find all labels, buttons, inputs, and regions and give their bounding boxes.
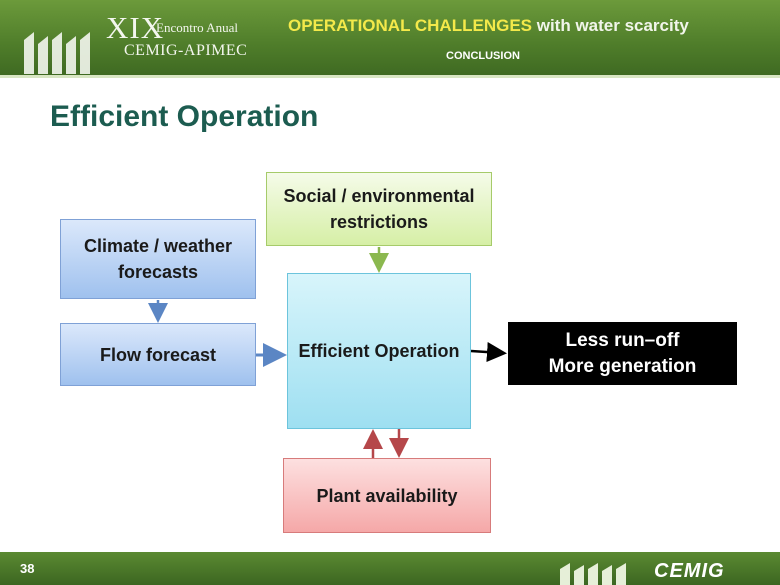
box-climate-line-2: forecasts [117,262,199,282]
header-title-highlight: OPERATIONAL CHALLENGES [288,16,532,35]
brand-logo: CEMIG [654,560,725,582]
header-title-rest: with water scarcity [532,16,689,35]
box-result: Less run–off More generation [508,322,737,385]
box-plant-availability: Plant availability [283,458,491,533]
event-organization: CEMIG-APIMEC [124,42,248,59]
header-subtitle: CONCLUSION [446,50,520,62]
box-result-line-2: More generation [548,355,697,377]
page-title: Efficient Operation [50,100,319,133]
box-social-restrictions: Social / environmental restrictions [266,172,492,246]
box-social-line-1: Social / environmental [283,186,475,206]
arrow-efficient-to-result [470,342,507,363]
box-climate-forecasts: Climate / weather forecasts [60,219,256,299]
box-efficient-label: Efficient Operation [298,341,460,361]
header-divider [0,75,780,78]
page-number: 38 [20,561,35,576]
footer-bar [0,552,780,585]
box-social-line-2: restrictions [329,212,429,232]
box-flow-forecast: Flow forecast [60,323,256,386]
box-efficient-operation: Efficient Operation [287,273,471,429]
box-climate-line-1: Climate / weather [83,236,233,256]
event-number: XIX [106,10,165,45]
header-bar [0,0,780,75]
event-subtitle: Encontro Anual [156,20,238,35]
box-plant-label: Plant availability [316,485,458,506]
box-result-line-1: Less run–off [565,329,680,351]
header-title: OPERATIONAL CHALLENGES with water scarci… [288,16,708,36]
event-logo-icon [24,32,90,74]
box-flow-label: Flow forecast [99,344,217,365]
footer-logo-icon [560,563,626,585]
